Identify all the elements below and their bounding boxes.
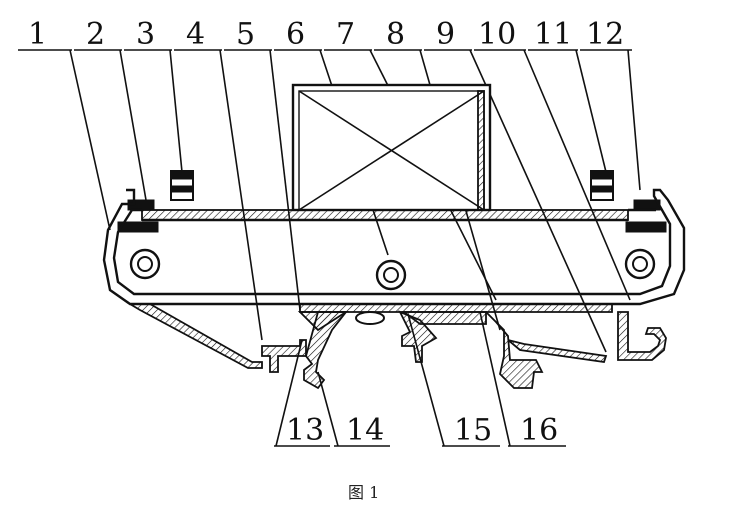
label-16: 16 bbox=[520, 413, 558, 448]
label-5: 5 bbox=[236, 17, 255, 52]
bottom-leader-lines bbox=[275, 311, 511, 447]
top-labels: 1 2 3 4 5 6 7 8 9 10 11 12 bbox=[28, 17, 624, 52]
top-plate bbox=[141, 209, 629, 221]
figure-caption: 图 1 bbox=[348, 483, 379, 502]
right-clip-block bbox=[590, 170, 614, 201]
label-15: 15 bbox=[454, 413, 492, 448]
bottom-labels: 13 14 15 16 bbox=[286, 413, 558, 448]
label-12: 12 bbox=[586, 17, 624, 52]
label-14: 14 bbox=[346, 413, 384, 448]
square-box bbox=[291, 83, 492, 212]
label-9: 9 bbox=[436, 17, 455, 52]
left-clip-block bbox=[170, 170, 194, 201]
label-4: 4 bbox=[186, 17, 205, 52]
label-2: 2 bbox=[86, 17, 105, 52]
mount-holes bbox=[129, 248, 656, 291]
label-11: 11 bbox=[534, 17, 572, 52]
label-10: 10 bbox=[478, 17, 516, 52]
lower-rail bbox=[126, 303, 667, 390]
label-3: 3 bbox=[136, 17, 155, 52]
main-frame bbox=[102, 188, 686, 306]
label-7: 7 bbox=[336, 17, 355, 52]
label-6: 6 bbox=[286, 17, 305, 52]
seal-pads bbox=[117, 199, 667, 233]
label-13: 13 bbox=[286, 413, 324, 448]
label-8: 8 bbox=[386, 17, 405, 52]
label-1: 1 bbox=[28, 17, 47, 52]
